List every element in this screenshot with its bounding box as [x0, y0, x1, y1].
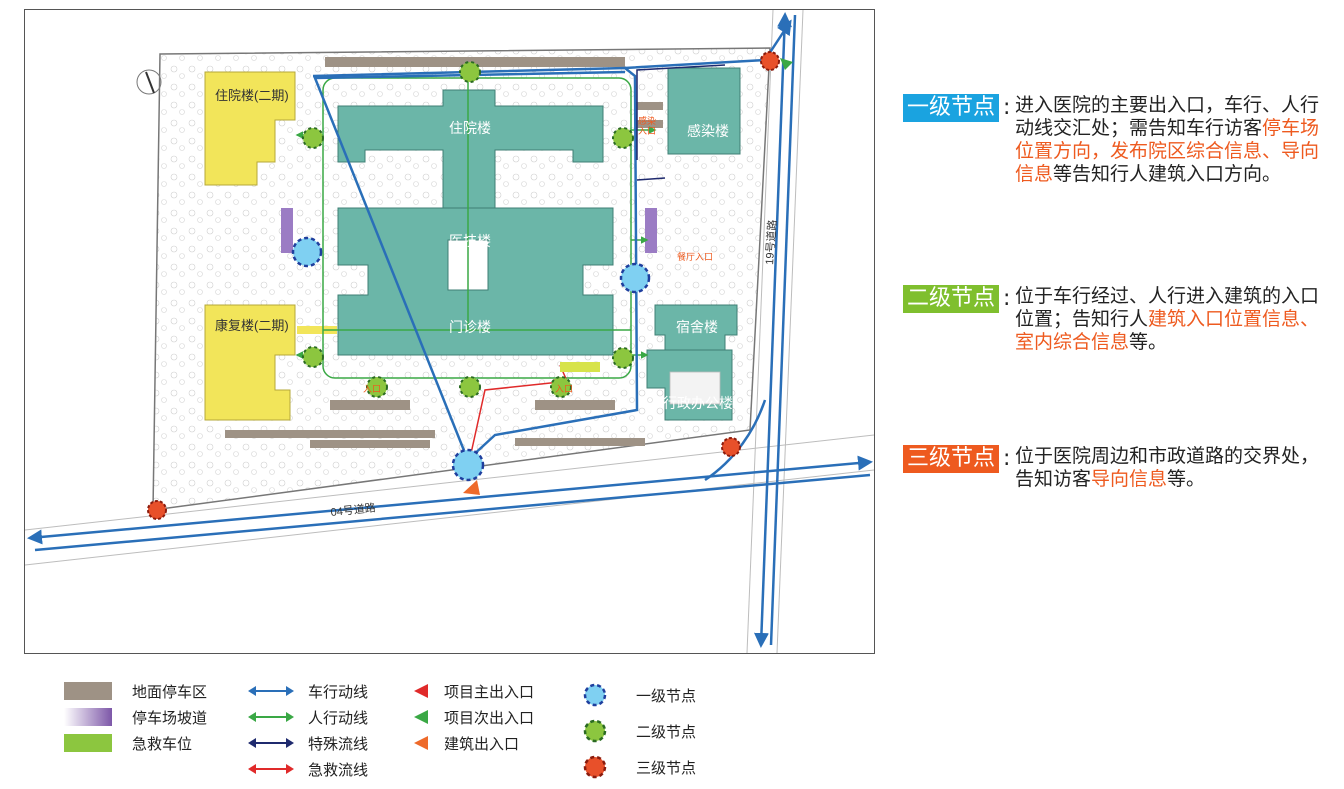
label-infection-entrance-1: 感染 [638, 115, 656, 126]
legend-parking-ramp-label: 停车场坡道 [132, 708, 208, 727]
legend-pedestrian-flow-label: 人行动线 [308, 708, 369, 727]
label-entrance-left: 入口 [363, 384, 381, 394]
label-road-04: 04号道路 [330, 500, 376, 519]
legend-vehicle-flow-label: 车行动线 [308, 682, 369, 701]
legend: 地面停车区 停车场坡道 急救车位 车行动线 人行动线 特殊流线 急救流线 项目主… [60, 676, 760, 786]
label-infection: 感染楼 [687, 123, 729, 139]
parking-ramp-left [281, 208, 293, 253]
label-road-19: 19号道路 [762, 219, 779, 265]
ground-parking-areas [225, 57, 663, 448]
node-1-circle-icon [583, 683, 607, 707]
node-1-tag: 一级节点 [903, 94, 1000, 122]
node-3-circle-icon [583, 755, 607, 779]
double-arrow-green-icon [248, 712, 294, 722]
legend-secondary-entrance: 项目次出入口 [412, 706, 534, 728]
phase2-inpatient-building [204, 71, 296, 186]
node-2-text-part1: 位于车行经过、人行进入建筑的入口位置；告知行人 [1015, 285, 1320, 330]
legend-special-flow: 特殊流线 [248, 732, 368, 754]
node-3-colon: : [1003, 446, 1011, 471]
legend-ground-parking-label: 地面停车区 [132, 682, 208, 701]
legend-node-2: 二级节点 [580, 719, 697, 743]
label-dormitory: 宿舍楼 [676, 319, 718, 335]
label-entrance-right: 入口 [555, 384, 573, 394]
double-arrow-red-icon [248, 764, 294, 774]
node-2-colon: : [1003, 286, 1011, 311]
legend-building-entrance-label: 建筑出入口 [444, 734, 520, 753]
site-plan-map: 住院楼 医技楼 门诊楼 感染楼 宿舍楼 行政办公楼 住院楼(二期) 康复楼(二期… [24, 9, 875, 654]
first-level-nodes [291, 236, 651, 482]
legend-node-2-label: 二级节点 [636, 722, 697, 741]
third-level-nodes [147, 51, 780, 520]
ambulance-parking [560, 362, 600, 372]
legend-special-flow-label: 特殊流线 [308, 734, 369, 753]
admin-courtyard [669, 371, 721, 405]
double-arrow-blue-icon [248, 686, 294, 696]
node-3-description: 三级节点 : 位于医院周边和市政道路的交界处，告知访客导向信息等。 [903, 445, 1333, 505]
legend-parking-ramp: 停车场坡道 [64, 706, 207, 728]
second-level-nodes [302, 61, 634, 398]
legend-secondary-entrance-label: 项目次出入口 [444, 708, 535, 727]
double-arrow-navy-icon [248, 738, 294, 748]
swatch-parking-ramp [64, 708, 112, 726]
legend-ambulance-space: 急救车位 [64, 732, 192, 754]
node-2-circle-icon [583, 719, 607, 743]
label-canteen-entrance: 餐厅入口 [677, 251, 713, 262]
special-flow-lines [636, 64, 726, 181]
legend-pedestrian-flow: 人行动线 [248, 706, 368, 728]
phase2-link-corridor [297, 326, 337, 334]
legend-main-entrance-label: 项目主出入口 [444, 682, 535, 701]
swatch-ambulance-space [64, 734, 112, 752]
label-inpatient-phase2: 住院楼(二期) [215, 88, 289, 103]
node-3-tag: 三级节点 [903, 445, 1000, 473]
vehicle-flow-lines [27, 12, 873, 648]
legend-node-3-label: 三级节点 [636, 758, 697, 777]
label-medical-tech: 医技楼 [449, 233, 491, 249]
label-infection-entrance-2: 入口 [638, 126, 656, 136]
legend-node-1-label: 一级节点 [636, 686, 697, 705]
node-2-description: 二级节点 : 位于车行经过、人行进入建筑的入口位置；告知行人建筑入口位置信息、室… [903, 285, 1333, 365]
main-gate-marker [463, 480, 480, 495]
secondary-gate-marker [780, 58, 793, 70]
node-3-highlight: 导向信息 [1091, 468, 1168, 490]
node-3-text-part2: 等。 [1167, 468, 1206, 490]
infection-building [667, 67, 741, 155]
legend-emergency-flow: 急救流线 [248, 758, 368, 780]
triangle-green-icon [414, 710, 428, 724]
legend-building-entrance: 建筑出入口 [412, 732, 519, 754]
node-2-text: 位于车行经过、人行进入建筑的入口位置；告知行人建筑入口位置信息、室内综合信息等。 [1015, 285, 1327, 354]
node-1-text-part1: 进入医院的主要出入口，车行、人行动线交汇处；需告知车行访客 [1015, 94, 1320, 139]
label-rehab-phase2: 康复楼(二期) [215, 318, 289, 333]
node-2-tag: 二级节点 [903, 285, 1000, 313]
legend-emergency-flow-label: 急救流线 [308, 760, 369, 779]
node-3-text-part1: 位于医院周边和市政道路的交界处，告知访客 [1015, 445, 1320, 490]
node-1-text-part2: 等告知行人建筑入口方向。 [1053, 163, 1282, 185]
swatch-ground-parking [64, 682, 112, 700]
legend-main-entrance: 项目主出入口 [412, 680, 534, 702]
node-2-text-part2: 等。 [1129, 331, 1168, 353]
node-1-highlight: 停车场位置方向，发布院区综合信息、导向信息 [1015, 117, 1320, 185]
label-inpatient: 住院楼 [449, 120, 491, 136]
triangle-orange-icon [414, 736, 428, 750]
node-1-description: 一级节点 : 进入医院的主要出入口，车行、人行动线交汇处；需告知车行访客停车场位… [903, 94, 1333, 214]
legend-vehicle-flow: 车行动线 [248, 680, 368, 702]
triangle-red-icon [414, 684, 428, 698]
parking-ramp-right [645, 208, 657, 253]
node-1-colon: : [1003, 95, 1011, 120]
legend-node-1: 一级节点 [580, 683, 697, 707]
node-3-text: 位于医院周边和市政道路的交界处，告知访客导向信息等。 [1015, 445, 1327, 491]
label-admin: 行政办公楼 [663, 395, 733, 411]
node-1-text: 进入医院的主要出入口，车行、人行动线交汇处；需告知车行访客停车场位置方向，发布院… [1015, 94, 1327, 186]
node-descriptions: 一级节点 : 进入医院的主要出入口，车行、人行动线交汇处；需告知车行访客停车场位… [903, 0, 1333, 520]
legend-ambulance-space-label: 急救车位 [132, 734, 193, 753]
legend-node-3: 三级节点 [580, 755, 697, 779]
north-arrow-icon [136, 69, 162, 95]
node-2-highlight: 建筑入口位置信息、室内综合信息 [1015, 308, 1320, 353]
label-outpatient: 门诊楼 [449, 319, 491, 335]
phase2-rehab-building [204, 304, 296, 421]
legend-ground-parking: 地面停车区 [64, 680, 207, 702]
site-plan-svg: 住院楼 医技楼 门诊楼 感染楼 宿舍楼 行政办公楼 住院楼(二期) 康复楼(二期… [25, 10, 874, 653]
